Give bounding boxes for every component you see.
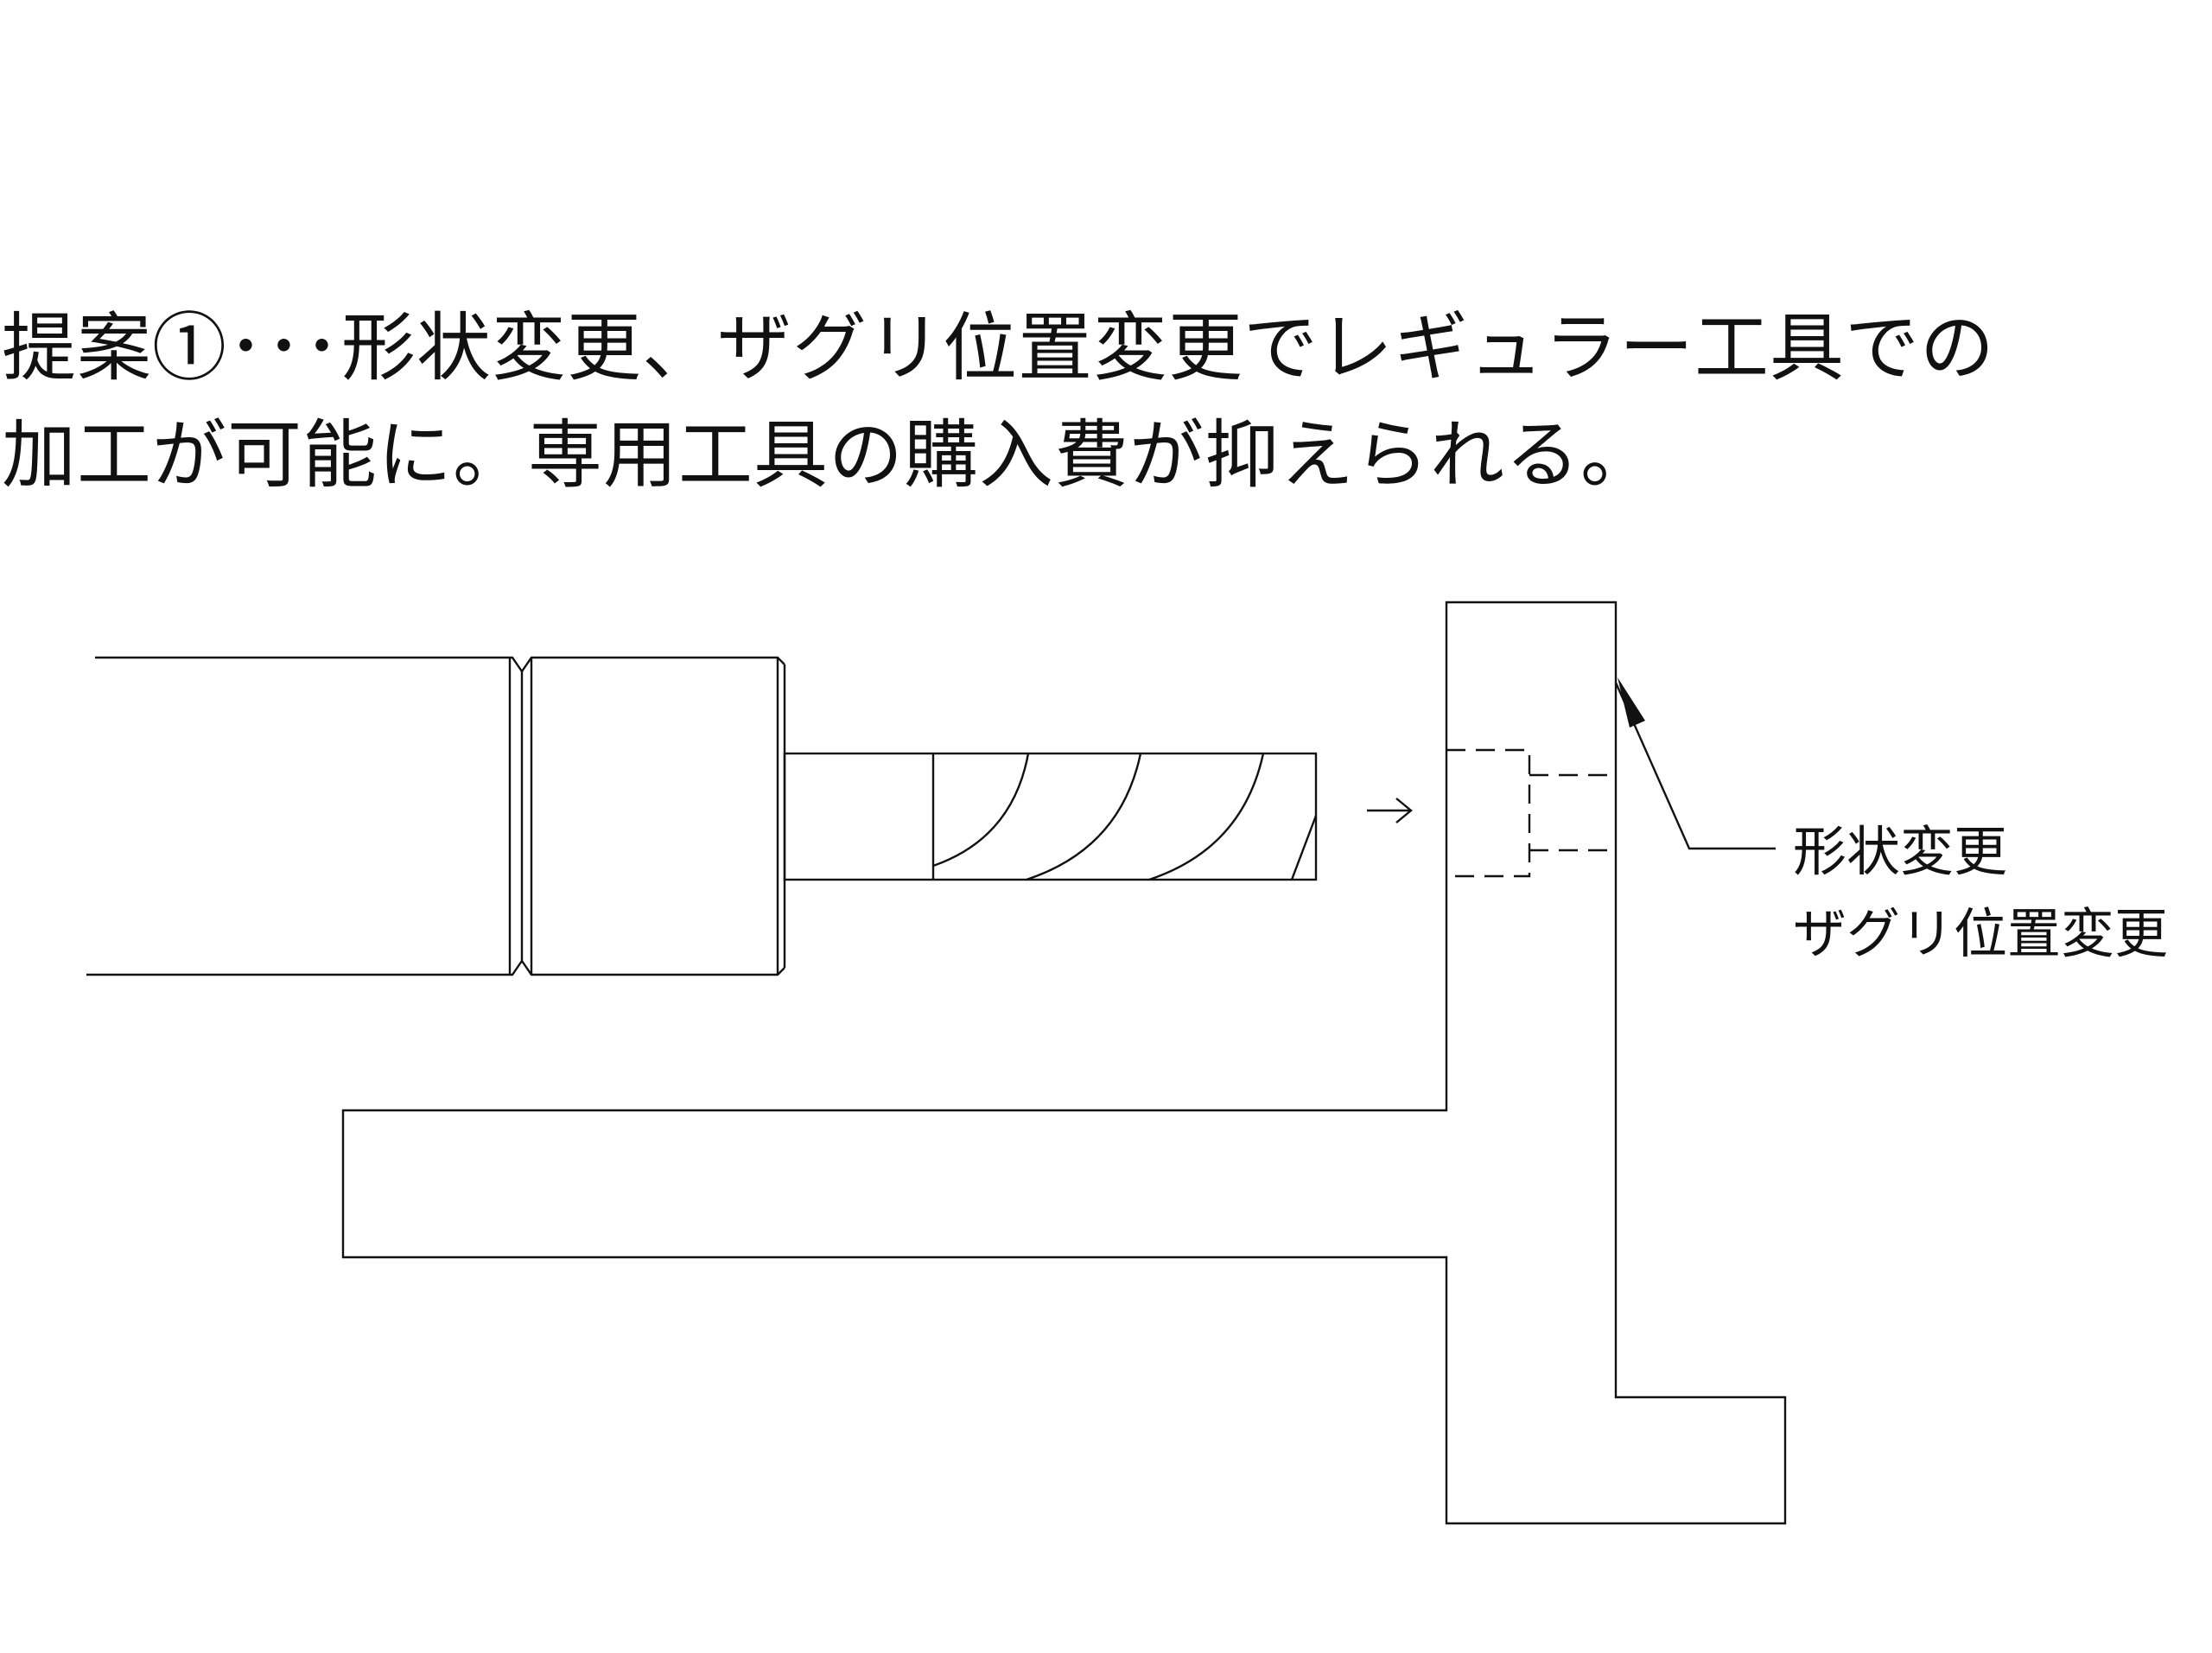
cutting-tool: [783, 752, 1318, 881]
heading-line-2: 加工が可能に。専用工具の購入費が抑えられる。: [2, 412, 1656, 499]
workpiece: [341, 601, 1787, 1525]
callout-line-2: ザグリ位置変更: [1793, 902, 2168, 965]
tool-holder: [86, 656, 786, 976]
counterbore-hidden-lines: [1446, 748, 1616, 878]
feed-arrow: [1367, 798, 1413, 823]
leader-arrowhead: [1618, 677, 1645, 728]
heading-line-1: 提案①･･･形状変更、ザグリ位置変更でレギュラー工具での: [2, 305, 1995, 391]
callout-line-1: 形状変更: [1793, 820, 2007, 883]
callout-leader: [1614, 677, 1776, 850]
